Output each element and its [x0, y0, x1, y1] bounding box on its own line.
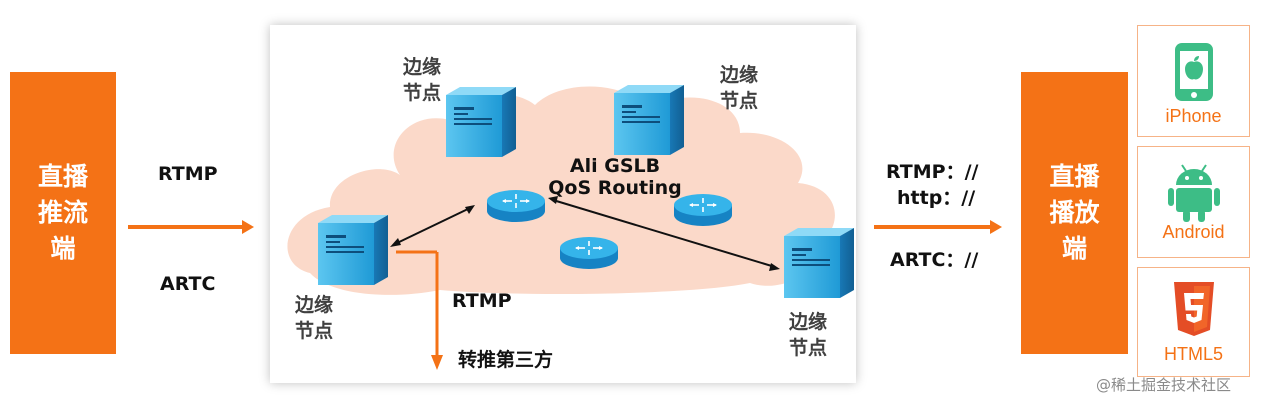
client-label-html5: HTML5: [1163, 344, 1223, 364]
relay-protocol: RTMP: [452, 290, 512, 312]
edge-label-line-1: 边缘: [788, 311, 827, 333]
client-html5: HTML5: [1137, 267, 1250, 377]
right-protocol-rtmp: RTMP：//: [886, 161, 979, 183]
edge-node-label-top-left: 边缘 节点: [392, 54, 452, 106]
watermark: @稀土掘金技术社区: [1096, 376, 1232, 394]
gslb-title-line-2: QoS Routing: [548, 177, 682, 199]
edge-node-label-bottom-left: 边缘 节点: [284, 292, 344, 344]
play-arrow: [874, 220, 1002, 234]
gslb-title-line-1: Ali GSLB: [569, 155, 661, 177]
push-end-box: 直播 推流 端: [10, 72, 116, 354]
gslb-title: Ali GSLB QoS Routing: [540, 155, 690, 199]
edge-label-line-1: 边缘: [719, 64, 758, 86]
play-end-line-1: 直播: [1049, 162, 1100, 191]
push-end-line-2: 推流: [37, 198, 88, 227]
iphone-icon: [1175, 43, 1213, 101]
client-label-iphone: iPhone: [1165, 106, 1222, 126]
edge-label-line-2: 节点: [402, 82, 441, 104]
right-protocol-http: http：//: [897, 187, 976, 209]
edge-label-line-1: 边缘: [402, 56, 441, 78]
push-arrow: [128, 220, 254, 234]
left-protocol-rtmp: RTMP: [158, 163, 218, 185]
edge-label-line-2: 节点: [788, 337, 827, 359]
push-end-line-1: 直播: [37, 162, 88, 191]
cdn-diagram: [287, 85, 854, 370]
relay-target: 转推第三方: [458, 349, 554, 371]
edge-node-label-bottom-right: 边缘 节点: [778, 309, 838, 361]
edge-node-label-top-right: 边缘 节点: [709, 62, 769, 114]
left-protocol-artc: ARTC: [160, 273, 216, 295]
play-end-box: 直播 播放 端: [1021, 72, 1128, 354]
right-protocol-artc: ARTC：//: [890, 249, 979, 271]
edge-label-line-2: 节点: [719, 90, 758, 112]
play-end-line-2: 播放: [1049, 198, 1100, 227]
client-label-android: Android: [1162, 222, 1225, 242]
play-end-line-3: 端: [1061, 234, 1087, 263]
html5-icon: [1174, 282, 1214, 336]
android-icon: [1168, 164, 1220, 222]
push-end-line-3: 端: [50, 234, 76, 263]
edge-label-line-1: 边缘: [294, 294, 333, 316]
edge-label-line-2: 节点: [294, 320, 333, 342]
client-iphone: iPhone: [1137, 25, 1250, 137]
client-android: Android: [1137, 146, 1250, 258]
